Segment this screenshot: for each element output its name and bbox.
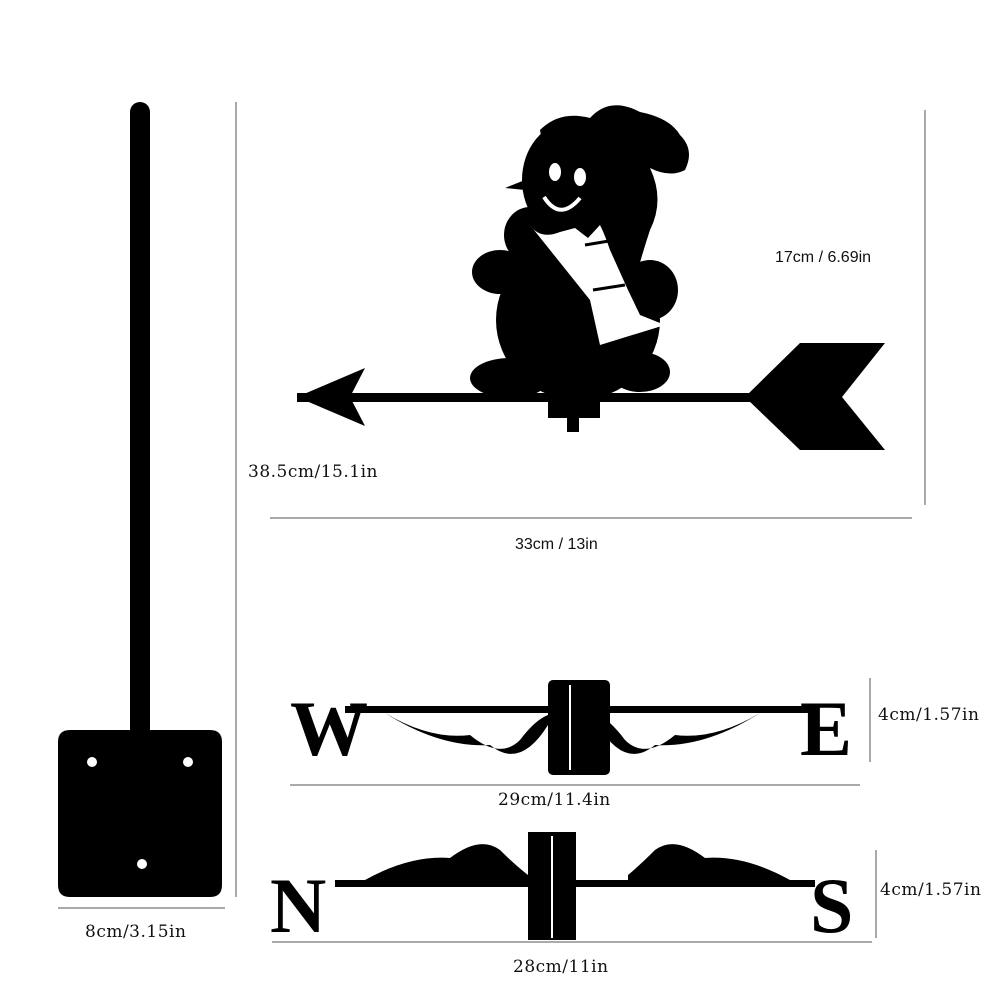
- arrow-tail-icon: [745, 343, 885, 450]
- ns-direction-arm: N S: [270, 832, 853, 949]
- letter-e: E: [800, 685, 852, 772]
- screw-hole-icon: [137, 859, 147, 869]
- letter-s: S: [810, 862, 853, 949]
- ns-height-label: 4cm/1.57in: [880, 880, 982, 900]
- scroll-ornament-icon: [628, 844, 790, 880]
- vane-width-label: 33cm / 13in: [515, 536, 598, 553]
- screw-hole-icon: [183, 757, 193, 767]
- center-bracket: [548, 680, 610, 775]
- we-height-label: 4cm/1.57in: [878, 705, 980, 725]
- base-plate: [58, 730, 222, 897]
- scroll-ornament-icon: [598, 713, 760, 754]
- we-width-label: 29cm/11.4in: [498, 790, 611, 810]
- scroll-ornament-icon: [365, 844, 528, 880]
- we-direction-arm: W E: [290, 680, 852, 775]
- letter-w: W: [290, 685, 368, 772]
- letter-n: N: [270, 862, 326, 949]
- screw-hole-icon: [87, 757, 97, 767]
- vane-height-label: 17cm / 6.69in: [775, 249, 872, 266]
- base-width-label: 8cm/3.15in: [85, 922, 187, 942]
- scroll-ornament-icon: [385, 713, 548, 754]
- arrow-head-icon: [297, 368, 365, 426]
- ns-width-label: 28cm/11in: [513, 957, 609, 977]
- mounting-pole: [58, 102, 222, 897]
- dimension-lines: [58, 102, 926, 943]
- snowman-vane: [297, 105, 885, 450]
- total-height-label: 38.5cm/15.1in: [248, 462, 378, 482]
